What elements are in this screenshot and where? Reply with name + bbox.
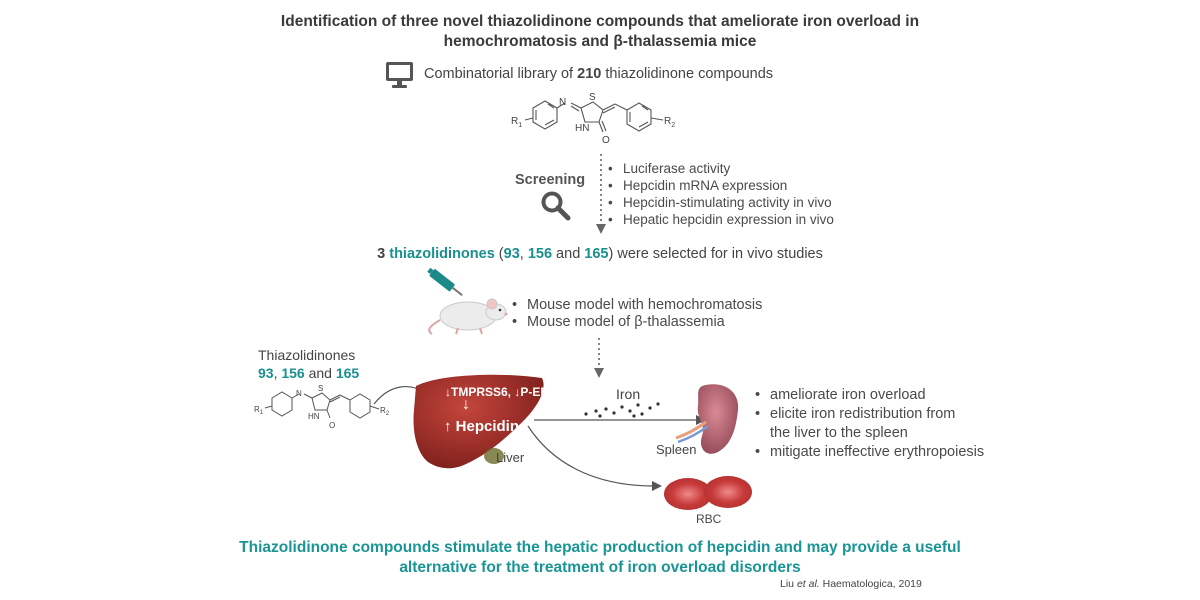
computer-monitor-icon bbox=[386, 62, 413, 88]
mouse-dotted-arrow bbox=[594, 338, 604, 378]
svg-text:N: N bbox=[296, 389, 302, 398]
conclusion-line-1: Thiazolidinone compounds stimulate the h… bbox=[239, 539, 961, 556]
atom-n: N bbox=[559, 97, 566, 108]
thiazolidinones-compounds: 93, 156 and 165 bbox=[258, 365, 360, 381]
rbc-label: RBC bbox=[696, 512, 722, 526]
thiazolidinone-structure-bottom: N S HN O R1 R2 bbox=[254, 384, 390, 430]
compound-165: 165 bbox=[584, 246, 609, 262]
liver-label: Liver bbox=[496, 450, 525, 465]
thiazolidinones-label: Thiazolidinones 93, 156 and 165 bbox=[258, 346, 359, 382]
outcome-item: •ameliorate iron overload bbox=[755, 387, 926, 403]
library-prefix: Combinatorial library of bbox=[424, 66, 578, 82]
svg-text:HN: HN bbox=[308, 412, 320, 421]
atom-o: O bbox=[602, 135, 610, 146]
screening-label: Screening bbox=[515, 172, 586, 188]
compound-word: thiazolidinones bbox=[389, 246, 495, 262]
liver-markers: ↓TMPRSS6, ↓P-ERK1/2 bbox=[445, 385, 575, 399]
r2-label: R2 bbox=[664, 116, 675, 129]
conclusion: Thiazolidinone compounds stimulate the h… bbox=[200, 538, 1000, 578]
atom-s: S bbox=[589, 92, 596, 103]
screening-step: •Hepcidin-stimulating activity in vivo bbox=[608, 195, 832, 210]
spleen-label: Spleen bbox=[656, 442, 697, 457]
outcomes-list: •ameliorate iron overload •elicite iron … bbox=[755, 386, 984, 462]
svg-text:O: O bbox=[329, 421, 335, 430]
figure-title: Identification of three novel thiazolidi… bbox=[200, 12, 1000, 52]
outcome-item: the liver to the spleen bbox=[770, 425, 908, 441]
liver-down-arrow: ↓ bbox=[462, 396, 470, 413]
title-line-1: Identification of three novel thiazolidi… bbox=[280, 13, 920, 30]
atom-hn: HN bbox=[575, 123, 589, 134]
thiazolidinone-structure-top: N S HN O R1 R2 bbox=[511, 92, 675, 146]
conclusion-line-2: alternative for the treatment of iron ov… bbox=[399, 559, 801, 576]
spleen-icon bbox=[675, 384, 739, 454]
screening-dotted-arrow bbox=[596, 154, 606, 234]
screening-step: •Hepcidin mRNA expression bbox=[608, 178, 788, 193]
selected-compounds-line: 3 thiazolidinones (93, 156 and 165) were… bbox=[377, 246, 823, 262]
svg-text:R1: R1 bbox=[254, 405, 264, 416]
thiazolidinones-title: Thiazolidinones bbox=[258, 347, 356, 363]
library-count: 210 bbox=[577, 66, 602, 82]
compound-156: 156 bbox=[527, 246, 553, 262]
screening-step: •Hepatic hepcidin expression in vivo bbox=[608, 212, 834, 227]
mouse-models: •Mouse model with hemochromatosis •Mouse… bbox=[512, 297, 762, 331]
r1-label: R1 bbox=[511, 116, 522, 129]
magnifier-icon bbox=[541, 191, 571, 221]
liver-icon bbox=[413, 374, 544, 469]
mouse-model-item: •Mouse model with hemochromatosis bbox=[512, 297, 763, 313]
iron-label: Iron bbox=[616, 386, 641, 402]
mouse-with-syringe-icon bbox=[427, 268, 508, 335]
svg-text:S: S bbox=[318, 384, 323, 393]
hepcidin-label: ↑ Hepcidin bbox=[444, 418, 520, 435]
library-suffix: thiazolidinone compounds bbox=[601, 66, 774, 82]
citation: Liu et al. Haematologica, 2019 bbox=[780, 578, 922, 590]
liver-to-rbc-arrow bbox=[527, 425, 662, 491]
mouse-model-item: •Mouse model of β-thalassemia bbox=[512, 314, 725, 330]
compound-93: 93 bbox=[503, 246, 520, 262]
outcome-item: •mitigate ineffective erythropoiesis bbox=[755, 444, 985, 460]
title-line-2: hemochromatosis and β-thalassemia mice bbox=[443, 33, 757, 50]
screening-steps: •Luciferase activity •Hepcidin mRNA expr… bbox=[608, 160, 834, 228]
library-description: Combinatorial library of 210 thiazolidin… bbox=[424, 66, 773, 82]
screening-step: •Luciferase activity bbox=[608, 161, 731, 176]
rbc-icon bbox=[664, 476, 752, 510]
outcome-item: •elicite iron redistribution from bbox=[755, 406, 956, 422]
svg-text:R2: R2 bbox=[380, 406, 390, 417]
